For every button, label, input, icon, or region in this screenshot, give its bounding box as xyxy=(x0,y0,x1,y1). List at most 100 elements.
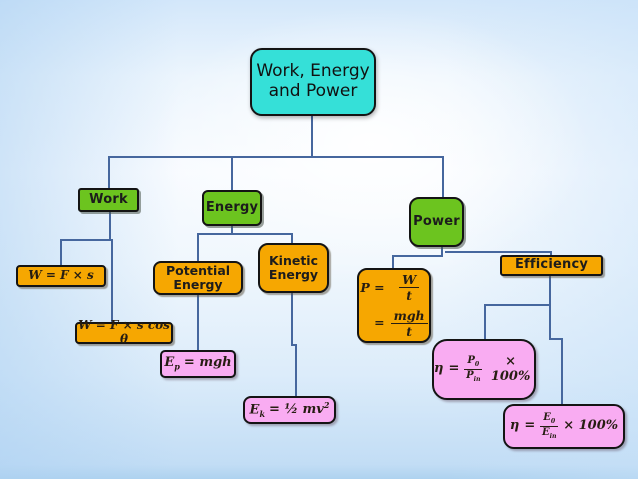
formula-kinetic-energy: Ek= ½ mv2 xyxy=(243,396,336,424)
power-num-1: W xyxy=(399,273,420,289)
eta-power-fraction: P0 Pin xyxy=(464,354,483,384)
node-potential-label: Potential Energy xyxy=(165,262,231,293)
connector-line xyxy=(441,246,443,257)
connector-line xyxy=(550,251,552,258)
connector-line xyxy=(109,210,111,241)
potential-line2: Energy xyxy=(173,277,223,292)
connector-line xyxy=(291,292,293,346)
eta-power-num-sub: 0 xyxy=(474,360,480,368)
connector-line xyxy=(445,251,552,253)
connector-line xyxy=(108,156,444,158)
title-line2: and Power xyxy=(268,81,358,101)
connector-line xyxy=(484,304,486,340)
eta-power-num-sym: P xyxy=(467,354,475,366)
power-den-2: t xyxy=(406,323,413,339)
title-line1: Work, Energy xyxy=(256,61,370,82)
connector-line xyxy=(484,304,551,306)
eta-symbol: η xyxy=(434,361,444,377)
eta-energy-suffix: × 100% xyxy=(563,418,619,434)
formula-work-cos-text: W = F × s cos θ xyxy=(78,318,170,346)
kinetic-line1: Kinetic xyxy=(268,252,319,268)
eta2-symbol: η xyxy=(509,418,520,434)
ek-rhs: = ½ mv xyxy=(269,402,324,418)
connector-line xyxy=(291,344,297,346)
eta2-equals: = xyxy=(524,418,536,434)
eta-power-den-sub: in xyxy=(473,376,481,383)
node-kinetic-label: Kinetic Energy xyxy=(268,252,319,283)
formula-efficiency-energy: η = E0 Ein × 100% xyxy=(503,404,625,449)
ek-exponent: 2 xyxy=(323,399,330,410)
power-equals-2: = xyxy=(374,314,385,330)
connector-line xyxy=(60,239,111,241)
connector-line xyxy=(392,255,394,269)
eta-energy-fraction: E0 Ein xyxy=(540,411,559,441)
node-work-label: Work xyxy=(89,191,128,207)
eta-power-den: Pin xyxy=(466,370,480,384)
eta-energy-num-sym: E xyxy=(543,411,551,423)
eta-power-den-sym: P xyxy=(466,370,474,381)
formula-ep-text: Ep= mgh xyxy=(164,355,232,372)
connector-line xyxy=(197,233,199,262)
connector-line xyxy=(549,338,563,340)
connector-line xyxy=(111,239,113,324)
power-equals-1: = xyxy=(374,279,385,295)
node-power: Power xyxy=(409,197,464,247)
title-text: Work, Energy and Power xyxy=(256,62,369,101)
eta-energy-num-sub: 0 xyxy=(550,417,556,425)
eta-equals: = xyxy=(448,361,460,377)
connector-line xyxy=(60,239,62,266)
eta-energy-den: Ein xyxy=(542,427,556,441)
connector-line xyxy=(442,156,444,199)
connector-line xyxy=(392,255,443,257)
eta-power-content: η = P0 Pin × 100% xyxy=(434,353,534,385)
connector-line xyxy=(549,304,551,340)
node-work: Work xyxy=(78,188,139,212)
node-efficiency-label: Efficiency xyxy=(514,257,589,273)
node-potential-energy: Potential Energy xyxy=(153,261,243,295)
connector-line xyxy=(197,233,293,235)
connector-line xyxy=(549,275,551,306)
formula-ek-text: Ek= ½ mv2 xyxy=(249,399,330,419)
formula-efficiency-power: η = P0 Pin × 100% xyxy=(432,339,536,400)
connector-line xyxy=(231,224,233,235)
connector-line xyxy=(295,344,297,397)
connector-line xyxy=(311,116,313,157)
node-energy-label: Energy xyxy=(205,199,259,215)
power-den-1: t xyxy=(406,288,413,304)
node-efficiency: Efficiency xyxy=(500,255,603,276)
eta-energy-den-sub: in xyxy=(549,433,557,440)
ep-rhs: = mgh xyxy=(183,355,232,371)
formula-work-simple-text: W = F × s xyxy=(28,268,94,283)
power-lhs: P = xyxy=(360,279,385,295)
power-symbol: P xyxy=(360,279,370,295)
title-box: Work, Energy and Power xyxy=(250,48,376,116)
potential-line1: Potential xyxy=(165,262,231,278)
ep-subscript: p xyxy=(174,361,180,372)
connector-line xyxy=(291,233,293,244)
ek-subscript: k xyxy=(259,408,266,419)
ep-symbol: E xyxy=(164,355,175,371)
connector-line xyxy=(561,338,563,406)
connector-line xyxy=(231,156,233,192)
node-power-label: Power xyxy=(413,213,460,229)
node-energy: Energy xyxy=(202,190,262,226)
eta-energy-num: E0 xyxy=(540,411,559,427)
formula-potential-energy: Ep= mgh xyxy=(160,350,236,378)
ek-symbol: E xyxy=(249,402,260,418)
eta-power-num: P0 xyxy=(464,354,483,370)
power-equals-2-wrap: = xyxy=(360,314,385,330)
power-num-2: mgh xyxy=(390,308,428,324)
formula-work-cos: W = F × s cos θ xyxy=(75,318,173,346)
connector-line xyxy=(108,156,110,190)
node-kinetic-energy: Kinetic Energy xyxy=(258,243,329,293)
eta-power-suffix: × 100% xyxy=(490,353,531,384)
eta-energy-den-sym: E xyxy=(541,427,550,438)
formula-work-simple: W = F × s xyxy=(16,265,106,287)
connector-line xyxy=(197,294,199,351)
eta-energy-content: η = E0 Ein × 100% xyxy=(509,411,619,441)
